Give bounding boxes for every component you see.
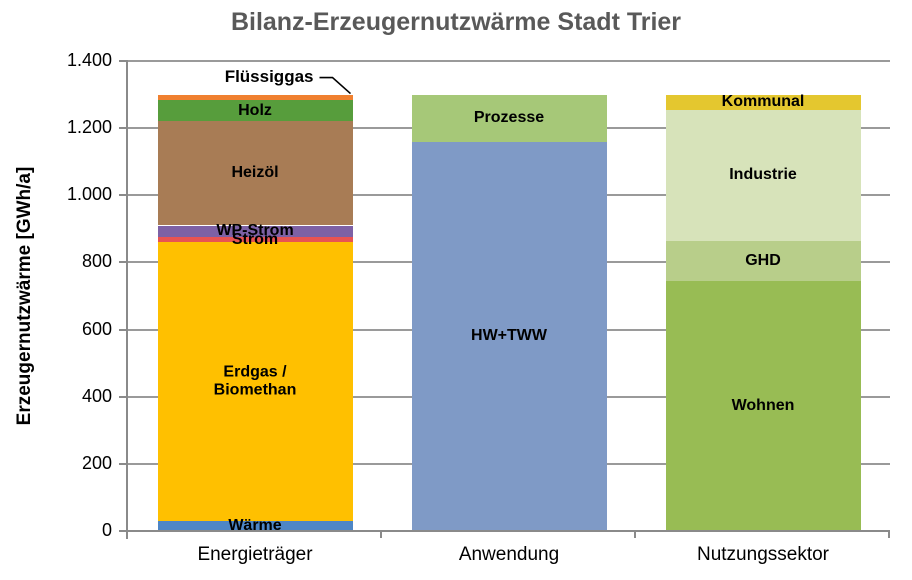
y-axis-tick-label: 800 (81, 251, 112, 272)
category-label-anwendung: Anwendung (458, 544, 560, 565)
bar-segment-wp-strom (157, 225, 353, 238)
segment-label-industrie: Industrie (729, 165, 797, 183)
bar-segment-hw-tww (411, 141, 607, 531)
segment-label-heizol: Heizöl (231, 164, 279, 182)
bar-segment-holz (157, 99, 353, 122)
bar-segment-industrie (665, 109, 861, 241)
segment-label-wohnen: Wohnen (731, 396, 795, 414)
segment-label-strom: Strom (231, 230, 279, 248)
category-label-nutzungssektor: Nutzungssektor (696, 544, 830, 565)
bar-segment-ghd (665, 240, 861, 281)
segment-label-erdgas-biomethan: Erdgas / Biomethan (213, 363, 297, 399)
segment-label-prozesse: Prozesse (473, 108, 545, 126)
bar-segment-wohnen (665, 280, 861, 531)
y-axis-line (126, 60, 128, 539)
x-axis-tick (380, 531, 382, 538)
y-axis-tick-label: 1.400 (66, 50, 112, 70)
x-axis-tick (126, 531, 128, 538)
y-axis-tick-label: 0 (101, 520, 112, 540)
y-axis-tick (119, 127, 128, 130)
segment-label-warme: Wärme (228, 516, 282, 534)
y-axis-tick (119, 530, 128, 532)
chart-title: Bilanz-Erzeugernutzwärme Stadt Trier (230, 8, 682, 36)
y-axis-tick-label: 1.000 (66, 184, 112, 205)
bar-segment-flussiggas (157, 94, 353, 100)
bar-segment-prozesse (411, 94, 607, 142)
segment-label-wp-strom: WP-Strom (216, 222, 294, 240)
y-axis-tick-label: 200 (81, 452, 112, 473)
y-axis-tick-label: 400 (81, 385, 112, 406)
gridline-y-1-400 (128, 60, 890, 62)
segment-label-flussiggas: Flüssiggas (224, 66, 314, 86)
segment-label-ghd: GHD (745, 251, 781, 269)
segment-label-hw-tww: HW+TWW (471, 327, 547, 345)
bar-segment-strom (157, 237, 353, 243)
bar-segment-heizol (157, 121, 353, 226)
x-axis-tick (634, 531, 636, 538)
y-axis-tick (119, 395, 128, 398)
bar-segment-erdgas-biomethan (157, 242, 353, 521)
bar-segment-kommunal (665, 94, 861, 110)
y-axis-tick (119, 60, 128, 62)
y-axis-tick (119, 194, 128, 197)
segment-label-kommunal: Kommunal (721, 92, 805, 110)
bar-segment-warme (157, 520, 353, 531)
category-label-energietrager: Energieträger (197, 544, 313, 565)
segment-label-holz: Holz (238, 101, 272, 119)
x-axis-line (128, 530, 890, 532)
y-axis-tick-label: 1.200 (66, 117, 112, 138)
y-axis-tick-label: 600 (81, 318, 112, 339)
y-axis-tick (119, 328, 128, 331)
y-axis-tick (119, 462, 128, 465)
y-axis-tick (119, 261, 128, 264)
x-axis-tick (888, 531, 890, 538)
